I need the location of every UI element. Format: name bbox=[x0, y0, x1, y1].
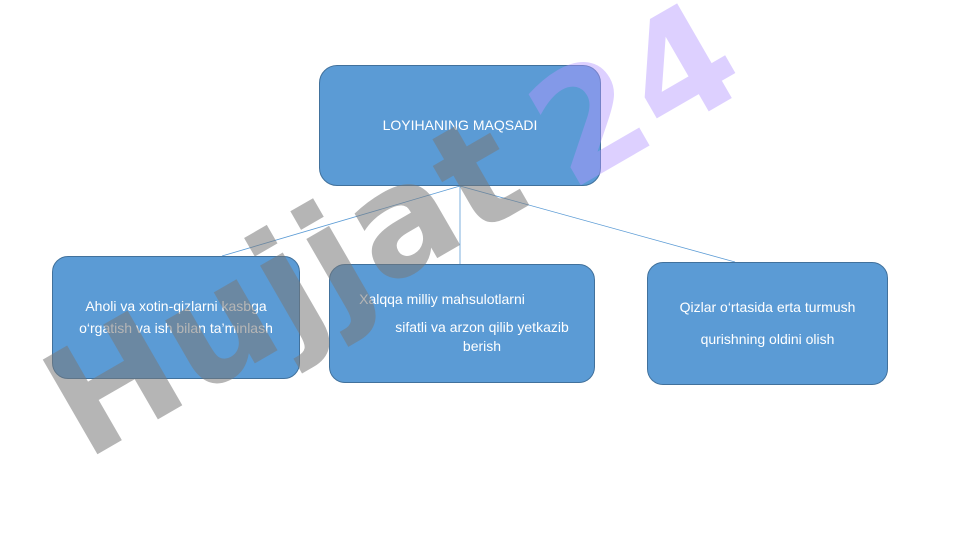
child-node-3-line2: qurishning oldini olish bbox=[700, 330, 835, 347]
child-node-2-line1: Xalqqa milliy mahsulotlarni bbox=[359, 291, 525, 308]
root-node-label: LOYIHANING MAQSADI bbox=[382, 116, 538, 133]
child-node-1: Aholi va xotin-qizlarni kasbga o‘rgatish… bbox=[52, 256, 300, 379]
connector-root-to-c bbox=[459, 185, 736, 263]
child-node-1-label: Aholi va xotin-qizlarni kasbga o‘rgatish… bbox=[79, 297, 273, 336]
child-node-3: Qizlar o‘rtasida erta turmush qurishning… bbox=[647, 262, 888, 385]
child-node-2: Xalqqa milliy mahsulotlarni sifatli va a… bbox=[329, 264, 595, 383]
child-node-2-line2: sifatli va arzon qilib yetkazib berish bbox=[395, 318, 569, 355]
connector-root-to-a bbox=[221, 185, 461, 257]
child-node-3-line1: Qizlar o‘rtasida erta turmush bbox=[679, 298, 856, 315]
root-node: LOYIHANING MAQSADI bbox=[319, 65, 601, 186]
